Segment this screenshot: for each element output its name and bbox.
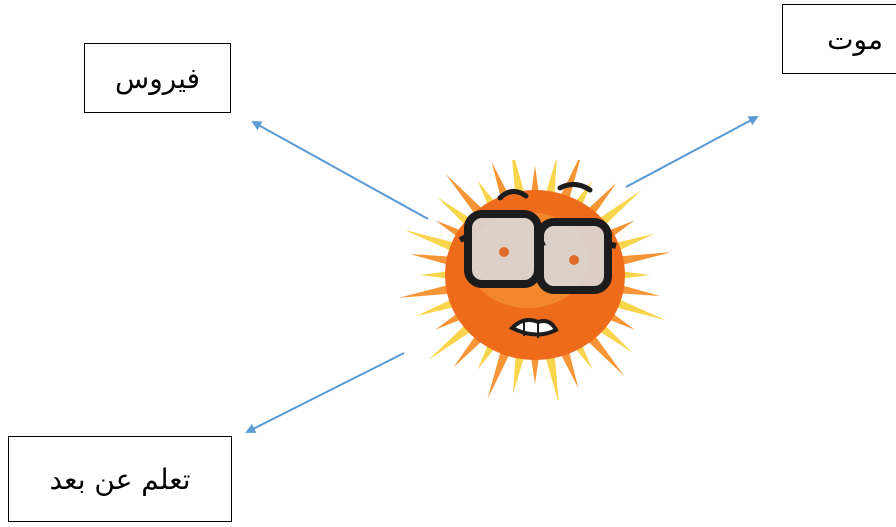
label-virus-text: فيروس (115, 61, 200, 95)
arrow-to-remote-learning (245, 352, 405, 433)
arrow-to-death (625, 116, 759, 188)
label-box-death: موت (782, 4, 896, 74)
glasses-icon (458, 210, 617, 294)
mouth (508, 318, 559, 337)
label-box-virus: فيروس (84, 43, 231, 113)
label-remote-learning-text: تعلم عن بعد (49, 462, 191, 496)
label-box-remote-learning: تعلم عن بعد (8, 436, 232, 522)
right-eye (569, 255, 579, 265)
virus-cartoon-with-glasses-icon (400, 160, 670, 400)
label-death-text: موت (827, 22, 883, 56)
right-eyebrow (557, 182, 593, 193)
arrow-to-virus (251, 121, 429, 220)
left-eyebrow (497, 189, 529, 201)
left-eye (499, 247, 509, 257)
